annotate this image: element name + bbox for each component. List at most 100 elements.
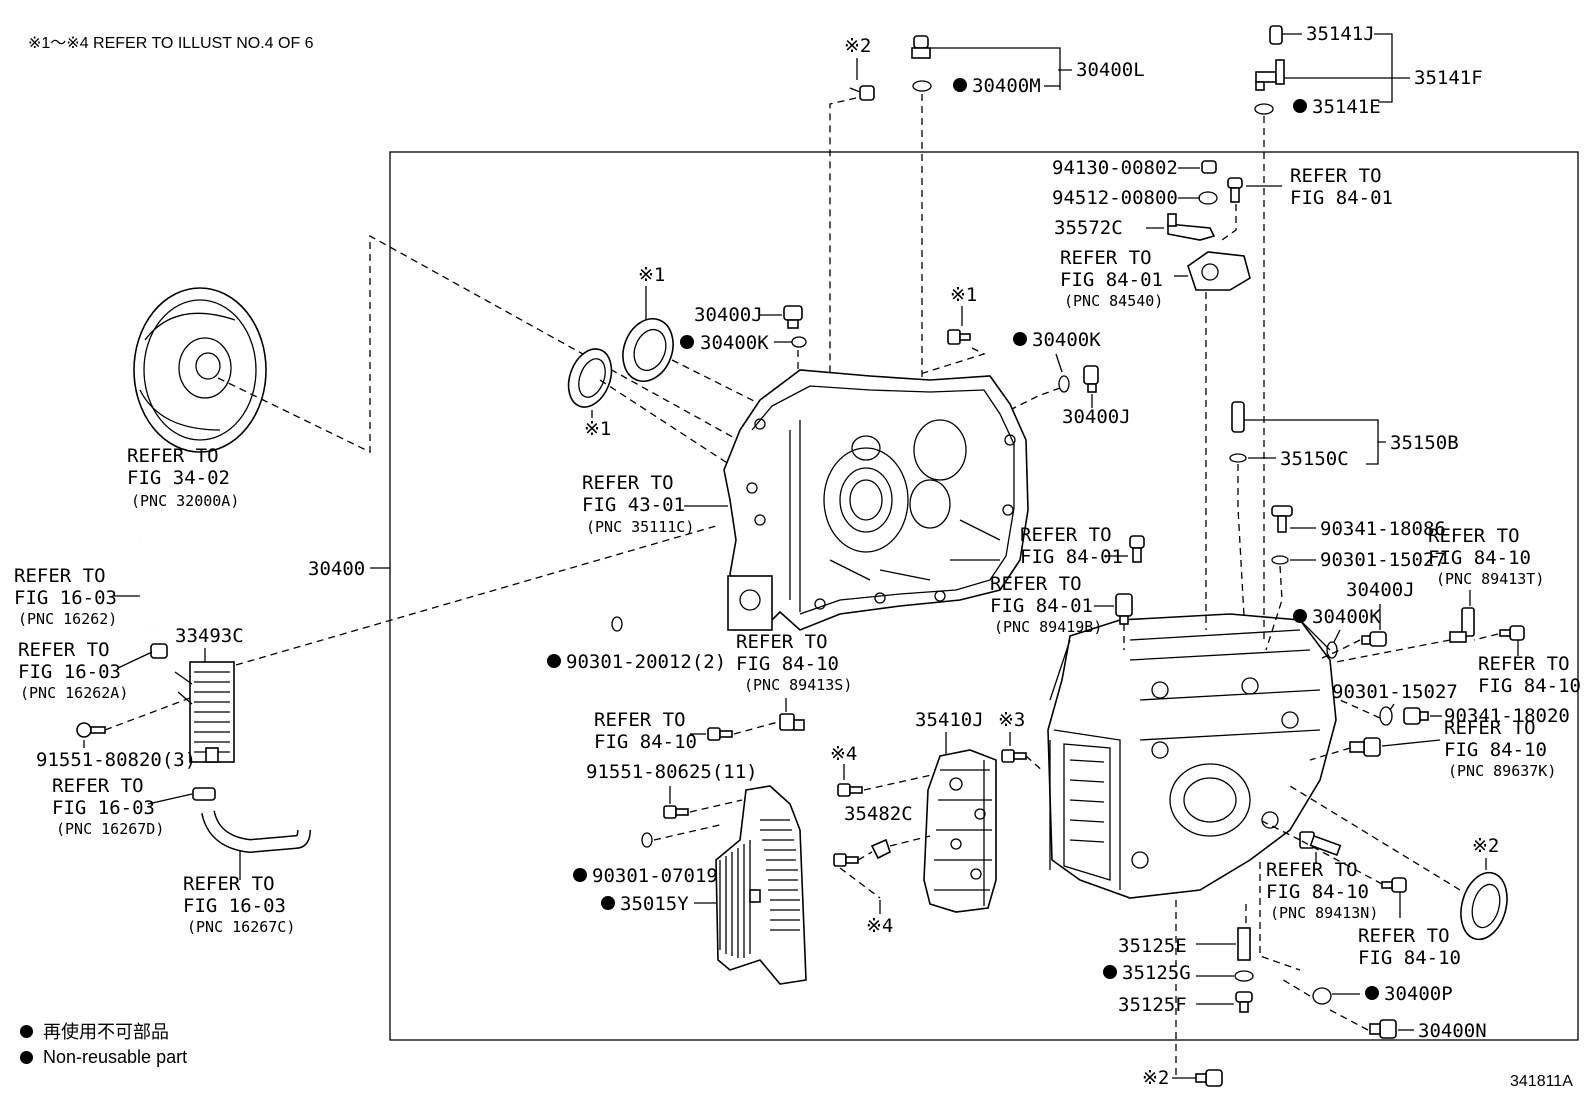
drain-plug-part — [783, 305, 803, 329]
part-number: 30400J — [694, 304, 763, 326]
legend-item-en: Non-reusable part — [20, 1044, 187, 1070]
legend: 再使用不可部品 Non-reusable part — [20, 1018, 187, 1070]
ref-fig: FIG 84-10 — [1358, 947, 1461, 969]
part-number: 35015Y — [620, 893, 689, 915]
cap-part — [1269, 25, 1283, 45]
lever-part — [1167, 213, 1216, 241]
bolt-part — [1129, 535, 1145, 563]
header-note: ※1～※4 REFER TO ILLUST NO.4 OF 6 — [28, 35, 314, 52]
part-number: 90301-15027 — [1320, 549, 1446, 571]
bolt-part — [947, 329, 971, 345]
part-number: 35572C — [1054, 217, 1123, 239]
marker: ※2 — [844, 35, 871, 57]
gasket-part — [912, 80, 932, 92]
ref-label: REFER TO — [18, 639, 110, 661]
part-number: 30400P — [1384, 983, 1453, 1005]
oil-pipe-part — [1237, 927, 1251, 961]
legend-item-jp: 再使用不可部品 — [20, 1018, 187, 1044]
legend-text: Non-reusable part — [43, 1046, 188, 1067]
bolt-part — [837, 783, 863, 797]
part-number: 35141F — [1414, 67, 1483, 89]
part-number: 35150C — [1280, 448, 1349, 470]
part-number: 94130-00802 — [1052, 157, 1178, 179]
part-number: 90341-18086 — [1320, 518, 1446, 540]
drain-plug-part — [1403, 707, 1429, 725]
part-number: 35410J — [915, 709, 984, 731]
gasket-part — [791, 336, 807, 348]
bolt-part — [1001, 749, 1027, 763]
gasket-part — [1234, 970, 1254, 982]
non-reusable-dot — [601, 896, 615, 910]
ref-pnc: (PNC 84540) — [1064, 292, 1163, 310]
ref-label: REFER TO — [183, 873, 275, 895]
non-reusable-dot — [1365, 986, 1379, 1000]
assembly-frame — [389, 151, 1579, 1041]
ref-fig: FIG 43-01 — [582, 494, 685, 516]
ref-fig: FIG 84-10 — [1478, 675, 1581, 697]
marker: ※4 — [866, 915, 893, 937]
ref-fig: FIG 84-01 — [1020, 546, 1123, 568]
ref-label: REFER TO — [990, 573, 1082, 595]
non-reusable-dot — [1293, 99, 1307, 113]
part-number: 90301-20012(2) — [566, 651, 726, 673]
drawing-number: 341811A — [1510, 1073, 1573, 1090]
ref-fig: FIG 16-03 — [52, 797, 155, 819]
part-number: 35125F — [1118, 994, 1187, 1016]
ref-label: REFER TO — [1266, 859, 1358, 881]
non-reusable-dot — [1013, 332, 1027, 346]
ref-fig: FIG 84-10 — [1428, 547, 1531, 569]
marker: ※4 — [830, 743, 857, 765]
ref-label: REFER TO — [1444, 717, 1536, 739]
ref-pnc: (PNC 89413N) — [1270, 904, 1378, 922]
drain-plug-part — [1361, 631, 1387, 647]
ref-fig: FIG 84-10 — [1444, 739, 1547, 761]
neutral-switch-part — [1187, 251, 1251, 291]
hose-clamp-part — [150, 643, 168, 659]
ref-label: REFER TO — [14, 565, 106, 587]
part-number: 35125G — [1122, 962, 1191, 984]
ref-fig: FIG 84-01 — [1290, 187, 1393, 209]
part-number: 33493C — [175, 625, 244, 647]
oil-hose-lower — [201, 810, 311, 854]
oil-pan-part — [715, 785, 807, 985]
ref-fig: FIG 84-01 — [1060, 269, 1163, 291]
gasket-part — [1312, 987, 1332, 1005]
ref-fig: FIG 84-10 — [736, 653, 839, 675]
oil-hose-upper — [135, 538, 158, 633]
marker: ※1 — [950, 284, 977, 306]
gasket-part — [1379, 706, 1393, 726]
temperature-sensor-part — [1349, 737, 1381, 757]
ref-label: REFER TO — [1358, 925, 1450, 947]
part-number: 30400J — [1346, 579, 1415, 601]
ref-label: REFER TO — [582, 472, 674, 494]
marker: ※1 — [638, 264, 665, 286]
transaxle-case-part — [1047, 613, 1337, 899]
marker: ※3 — [998, 709, 1025, 731]
oil-pipe-union-part — [1231, 401, 1245, 433]
ref-label: REFER TO — [1478, 653, 1570, 675]
non-reusable-dot — [953, 78, 967, 92]
ref-pnc: (PNC 89413S) — [744, 676, 852, 694]
non-reusable-dot — [1103, 965, 1117, 979]
non-reusable-dot — [680, 335, 694, 349]
part-number: 35482C — [844, 803, 913, 825]
valve-body-part — [923, 749, 997, 913]
ref-label: REFER TO — [127, 445, 219, 467]
bolt-part — [1499, 625, 1525, 641]
torque-converter-part — [133, 287, 267, 453]
part-number: 90301-15027 — [1332, 681, 1458, 703]
part-number: 35141E — [1312, 96, 1381, 118]
non-reusable-dot — [20, 1024, 33, 1038]
part-number: 91551-80820(3) — [36, 749, 196, 771]
speed-sensor-part — [1299, 831, 1342, 856]
ref-pnc: (PNC 89419B) — [994, 618, 1102, 636]
marker: ※1 — [584, 418, 611, 440]
ref-fig: FIG 34-02 — [127, 467, 230, 489]
part-number: 94512-00800 — [1052, 187, 1178, 209]
gasket-part — [1271, 555, 1289, 565]
ref-pnc: (PNC 16267C) — [187, 918, 295, 936]
nut-part — [1201, 160, 1217, 174]
ref-label: REFER TO — [1290, 165, 1382, 187]
part-number: 30400K — [700, 332, 769, 354]
